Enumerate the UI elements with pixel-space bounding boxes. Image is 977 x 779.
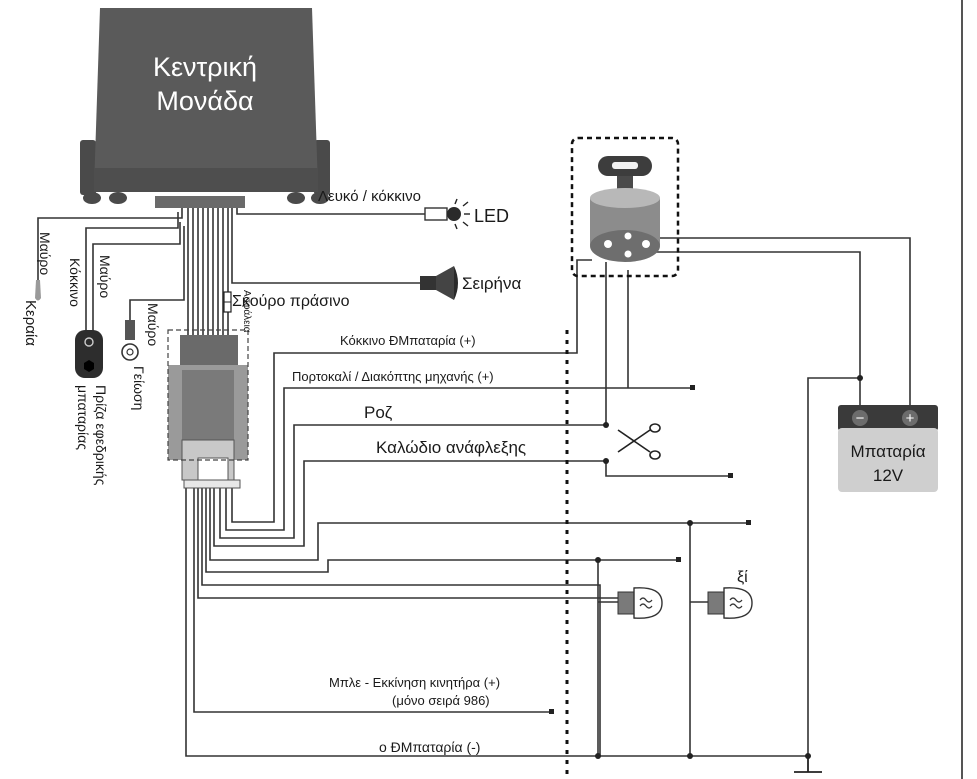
label-led: LED [474, 206, 510, 226]
label-orange-ignition: Πορτοκαλί / Διακόπτης μηχανής (+) [292, 369, 494, 384]
label-antenna: Κεραία [22, 300, 39, 346]
battery-label: Μπαταρία 12V [838, 440, 938, 488]
label-red-battery: Κόκκινο ÐΜπαταρία (+) [340, 333, 476, 348]
label-blue-start-2: (μόνο σειρά 986) [392, 693, 490, 708]
scissors-icon [617, 423, 661, 460]
label-pink: Ροζ [364, 403, 393, 422]
bulb-icon [707, 587, 753, 619]
battery-minus-label: − [856, 410, 865, 427]
label-backup-socket-2: μπαταρίας [75, 385, 91, 450]
label-backup-socket-1: Πρίζα εφεδρικής [93, 385, 109, 486]
ground-icon [794, 756, 822, 773]
bulb-icon [617, 587, 663, 619]
central-unit-title: Κεντρική Μονάδα [95, 50, 315, 118]
label-black-socket: Μαύρο [97, 255, 113, 299]
label-dark-green: Σκούρο πράσινο [232, 293, 350, 310]
label-blue-start-1: Μπλε - Εκκίνηση κινητήρα (+) [329, 675, 501, 690]
label-siren: Σειρήνα [462, 274, 522, 293]
battery-12v: − + [838, 405, 938, 492]
battery-line2: 12V [872, 466, 904, 485]
ground-terminal-icon [121, 320, 139, 361]
label-ground: Γείωση [131, 366, 147, 411]
label-black-ground: Μαύρο [145, 303, 161, 347]
label-ignition-cable: Καλώδιο ανάφλεξης [376, 438, 527, 457]
ignition-switch-icon [570, 136, 680, 278]
central-unit-line2: Μονάδα [156, 86, 254, 116]
label-bulb: ξί [737, 569, 748, 586]
battery-line1: Μπαταρία [850, 442, 926, 461]
label-fuse: Ασφάλεια [241, 290, 252, 333]
label-white-red: Λευκό / κόκκινο [318, 188, 421, 205]
battery-plus-label: + [906, 410, 915, 427]
central-unit [80, 8, 330, 208]
siren-icon [420, 266, 458, 300]
led-icon [424, 198, 470, 230]
label-black-battery: ο ÐΜπαταρία (-) [379, 739, 481, 755]
antenna-icon [35, 280, 41, 301]
central-unit-line1: Κεντρική [152, 52, 258, 82]
label-red: Κόκκινο [67, 258, 83, 307]
wiring-connector [167, 329, 249, 489]
label-black-antenna: Μαύρο [37, 232, 53, 276]
backup-battery-socket-icon [75, 330, 103, 378]
